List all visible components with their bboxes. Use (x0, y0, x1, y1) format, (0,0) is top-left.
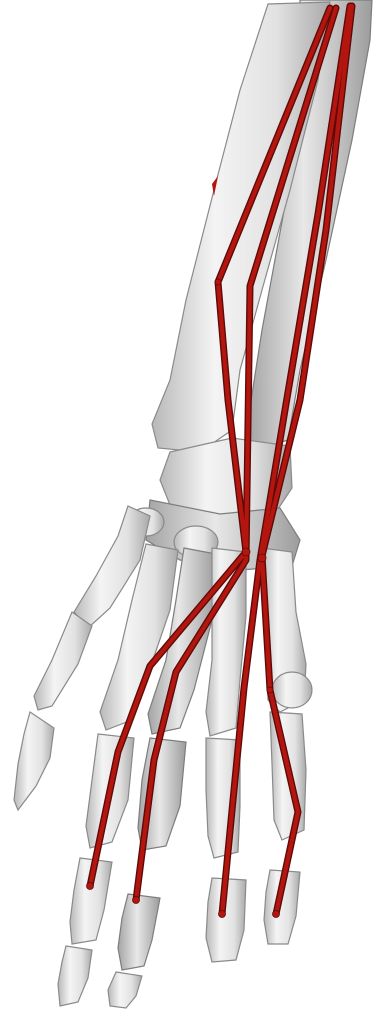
tendon-node (133, 897, 140, 904)
little-metacarpal-head (272, 672, 312, 708)
thumb-distal-phalanx (14, 712, 54, 810)
tendon-node (219, 911, 226, 918)
tendon-node (242, 548, 250, 556)
tendon-node (87, 883, 94, 890)
middle-distal-phalanx (108, 972, 142, 1008)
tendon-node (273, 911, 280, 918)
tendon-node (267, 687, 273, 693)
thumb-proximal-phalanx (34, 612, 92, 710)
tendon-node (215, 279, 221, 285)
proximal-phalanges (86, 712, 306, 858)
middle-middle-phalanx (118, 894, 160, 970)
index-distal-phalanx (58, 946, 92, 1006)
tendon-node (258, 554, 266, 562)
